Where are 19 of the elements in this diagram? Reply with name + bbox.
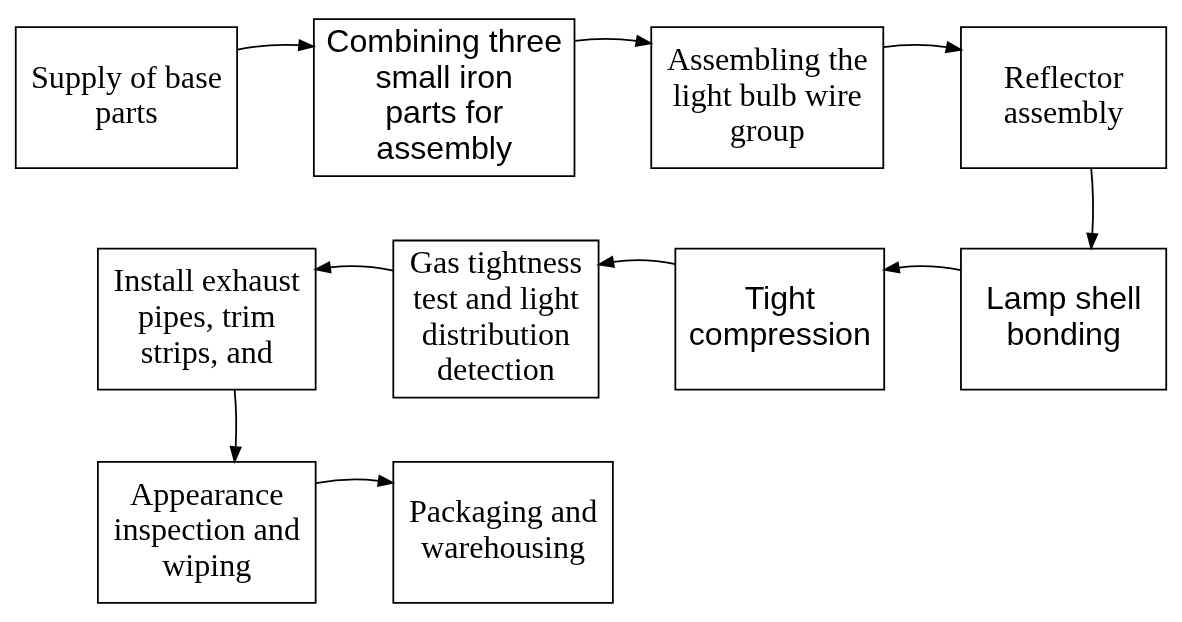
node-box: Tight compression: [674, 247, 886, 391]
node-box: Install exhaust pipes, trim strips, and: [96, 247, 317, 391]
node-box: Combining three small iron parts for assembly: [312, 18, 576, 178]
arrow: [313, 261, 395, 274]
node-box: Gas tightness test and light distribution detection: [392, 239, 600, 399]
arrow: [596, 255, 677, 268]
node-box: Assembling the light bulb wire group: [650, 26, 885, 170]
node-box: Lamp shell bonding: [960, 247, 1168, 391]
arrow: [229, 389, 242, 465]
arrow: [1086, 167, 1099, 251]
arrow: [315, 474, 396, 487]
node-box: Appearance inspection and wiping: [96, 460, 317, 604]
node-box: Supply of base parts: [14, 26, 238, 170]
arrow: [573, 34, 654, 47]
node-box: Reflector assembly: [960, 26, 1168, 170]
arrow: [881, 261, 962, 274]
node-box: Packaging and warehousing: [392, 460, 614, 604]
arrow: [882, 40, 964, 54]
arrow: [236, 38, 317, 52]
